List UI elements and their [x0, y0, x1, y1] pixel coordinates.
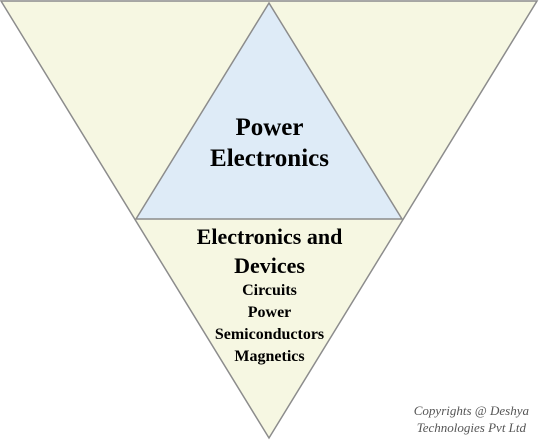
- copyright-notice: Copyrights @ Deshya Technologies Pvt Ltd: [414, 402, 529, 436]
- list-item-magnetics: Magnetics: [234, 348, 305, 365]
- power-electronics-line1: Power: [235, 114, 304, 141]
- electronics-devices-line2: Devices: [234, 253, 305, 278]
- list-item-semiconductors: Semiconductors: [214, 326, 325, 343]
- list-item-circuits: Circuits: [242, 282, 297, 299]
- electronics-devices-line1: Electronics and: [196, 224, 343, 249]
- copyright-line2: Technologies Pvt Ltd: [416, 420, 527, 435]
- electronics-devices-label: Electronics and Devices: [0, 222, 539, 280]
- inner-power-electronics-triangle: [134, 1, 404, 220]
- copyright-line1: Copyrights @ Deshya: [413, 403, 529, 418]
- list-item-power: Power: [247, 304, 292, 321]
- power-electronics-line2: Electronics: [210, 145, 329, 172]
- power-electronics-label: Power Electronics: [0, 112, 539, 174]
- component-list: Circuits Power Semiconductors Magnetics: [0, 280, 539, 368]
